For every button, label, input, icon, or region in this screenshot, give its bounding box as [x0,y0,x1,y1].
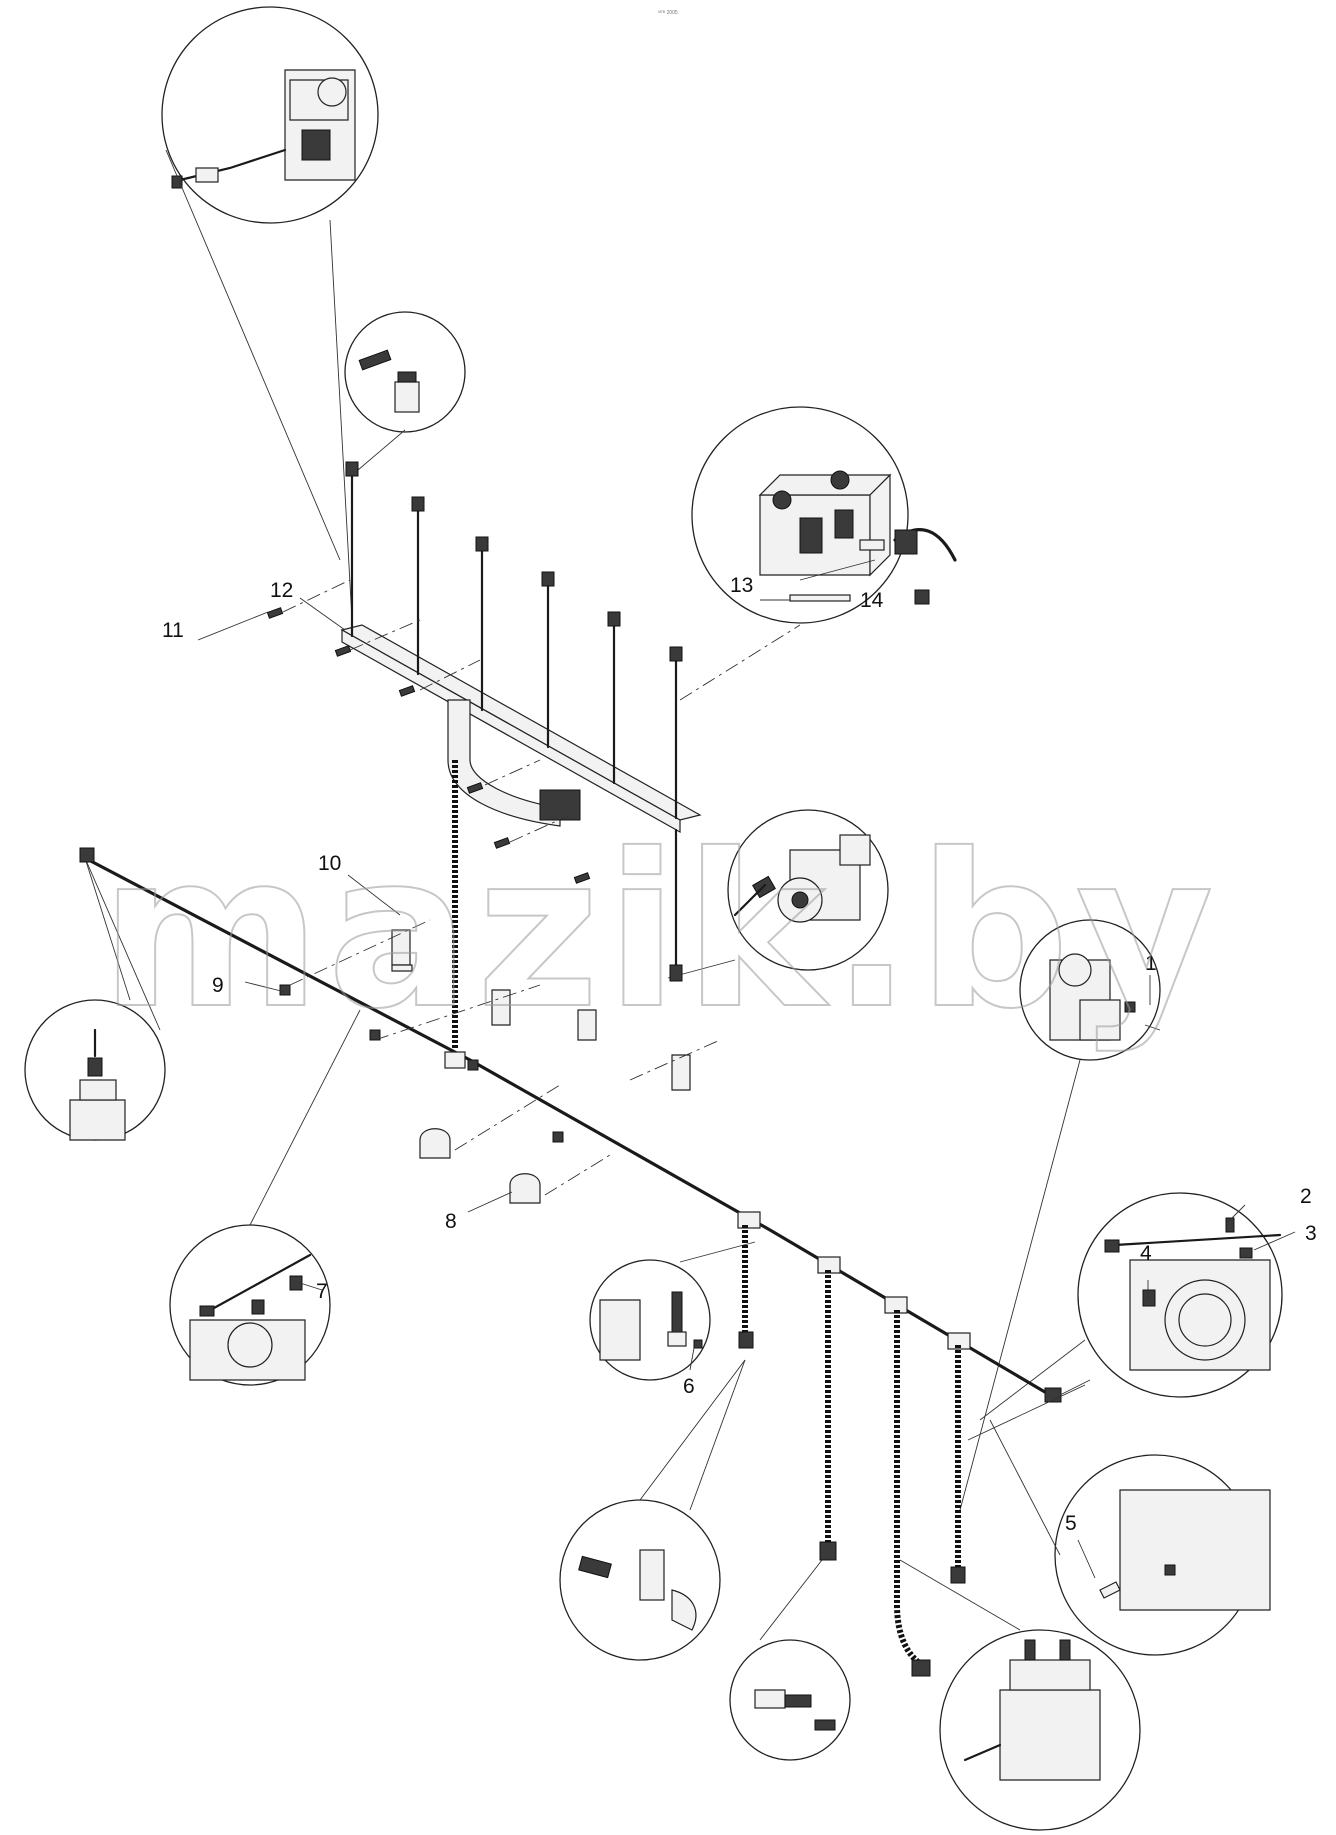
detail-circle-engine-5 [989,1419,1271,1656]
callouts: 1 2 3 4 5 6 7 8 9 10 11 12 13 14 [162,574,1317,1535]
detail-circle-engine-sensor-1 [959,919,1161,1511]
detail-circle-sensor-6 [589,1241,756,1381]
detail-circle-fuel-pump [667,809,889,979]
callout-7: 7 [316,1280,328,1303]
callout-4: 4 [1140,1242,1152,1265]
callout-13: 13 [730,574,753,597]
callout-11: 11 [162,619,184,642]
detail-circle-injection-pump [899,1559,1141,1831]
clamps [279,984,611,1204]
callout-2: 2 [1300,1185,1312,1208]
injector-harness-rail [266,461,801,1050]
detail-circle-cylinder-head-7 [169,1009,361,1386]
detail-circle-speed-sensor [729,1559,851,1761]
detail-circle-pressure-sensor [559,1359,746,1661]
header-mark: ᴹᵀᴮ 2005 [658,10,678,16]
detail-circle-flywheel-housing [979,1192,1283,1421]
injector-leads [345,461,683,820]
detail-circle-injector-pump-left [24,857,166,1141]
callout-3: 3 [1305,1222,1317,1245]
detail-circle-cylinder-head [161,6,379,621]
watermark: mazik.by [100,808,1220,1055]
callout-9: 9 [212,974,224,997]
callout-10: 10 [318,852,341,875]
callout-6: 6 [683,1375,695,1398]
callout-5: 5 [1065,1512,1077,1535]
callout-8: 8 [445,1210,457,1233]
main-harness [79,847,1091,1677]
callout-14: 14 [860,589,884,612]
callout-12: 12 [270,579,293,602]
detail-circle-sensor-small [344,311,466,471]
callout-leaders [197,597,1296,1579]
brackets [289,919,721,1091]
callout-1: 1 [1145,952,1157,975]
detail-circle-ecu [691,406,957,624]
